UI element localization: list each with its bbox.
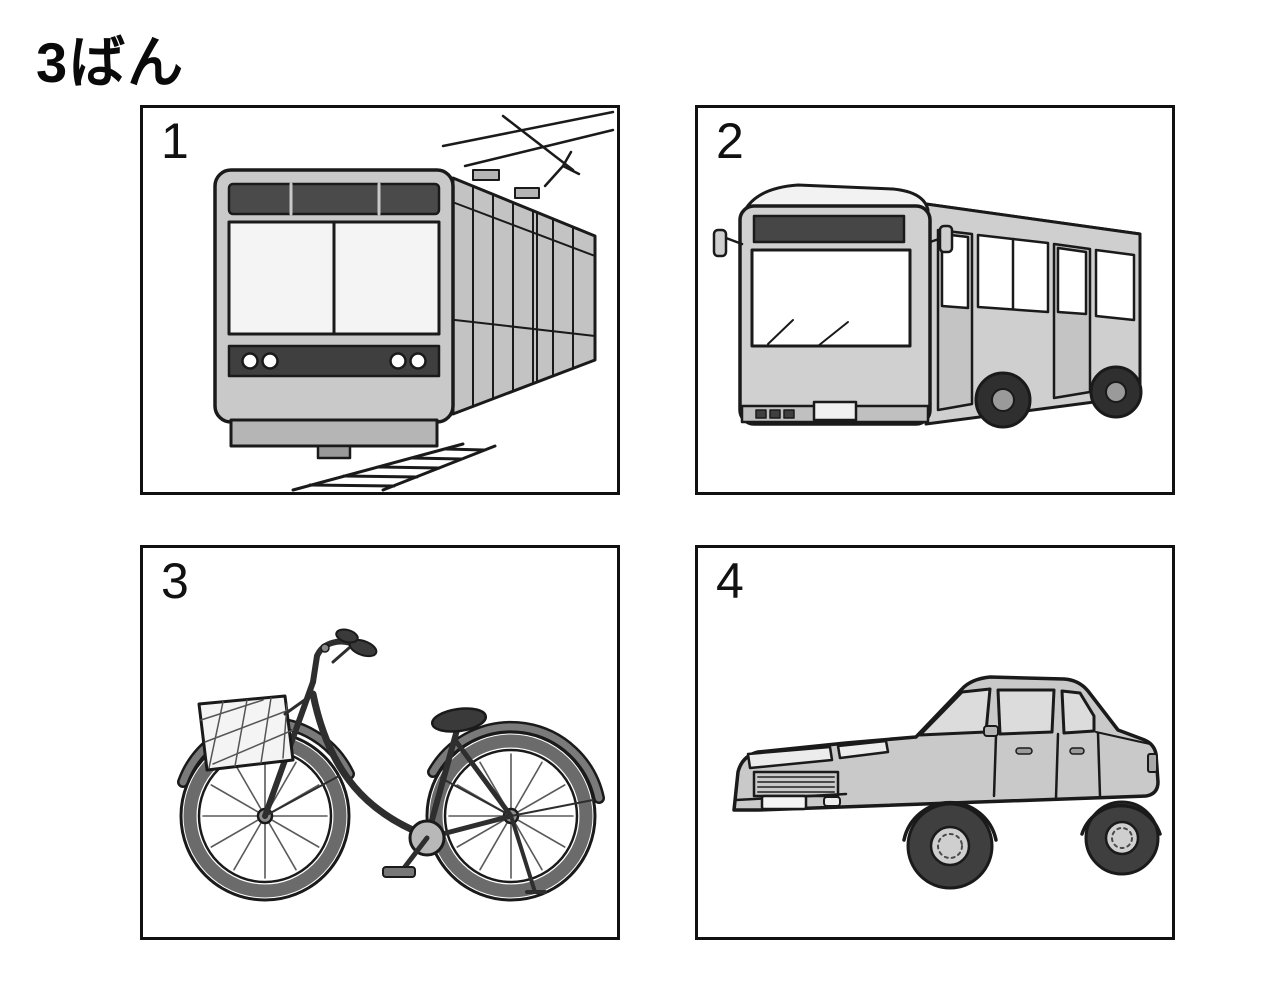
answer-option-3[interactable]: 3	[140, 545, 620, 940]
answer-option-1[interactable]: 1	[140, 105, 620, 495]
option-number: 4	[716, 553, 744, 609]
train-illustration	[213, 110, 615, 492]
option-number: 3	[161, 553, 189, 609]
bus-illustration	[712, 183, 1143, 429]
option-number: 2	[716, 113, 744, 169]
answer-option-2[interactable]: 2	[695, 105, 1175, 495]
bicycle-illustration	[177, 628, 605, 902]
question-title: 3ばん	[36, 31, 186, 94]
answer-option-4[interactable]: 4	[695, 545, 1175, 940]
option-number: 1	[161, 113, 189, 169]
car-illustration	[732, 675, 1162, 890]
